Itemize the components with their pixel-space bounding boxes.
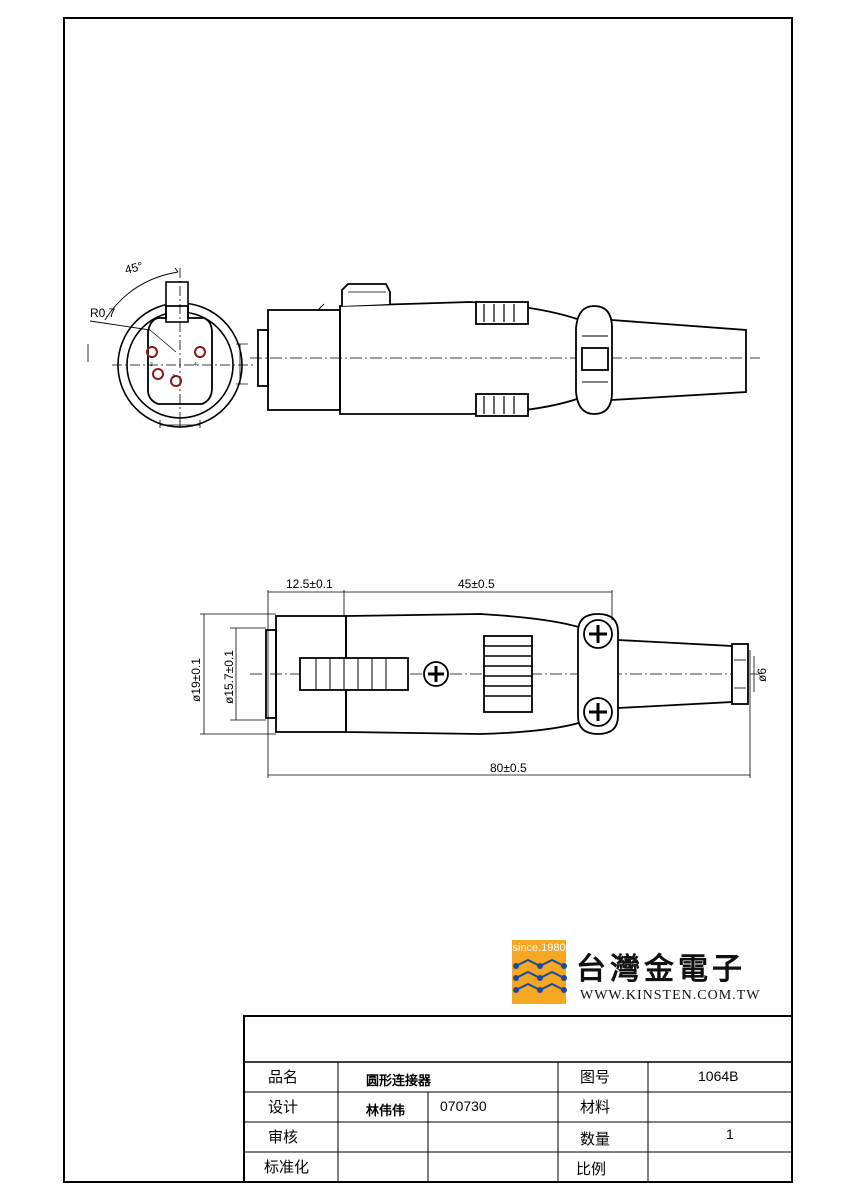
company-name: 台灣金電子 [576,952,746,987]
product-value: 圆形连接器 [366,1074,432,1089]
quantity-label: 数量 [580,1130,611,1148]
plan-view [250,613,760,735]
dim-body-length: 45±0.5 [458,577,495,591]
sheet-border [63,17,793,1183]
review-label: 审核 [268,1128,299,1146]
drawing-no-value: 1064B [698,1068,739,1084]
pin-1 [146,346,158,358]
scale-label: 比例 [576,1160,607,1178]
angle-label: 45° [123,259,144,277]
pin-contacts [146,346,206,387]
drawing-no-label: 图号 [580,1068,611,1086]
pin-label-4: 4 [194,362,197,368]
dim-front-length: 12.5±0.1 [286,577,333,591]
logo-since-badge: since.1980 [512,940,566,956]
dim-outer-diameter: ø19±0.1 [189,658,203,702]
title-block [243,1015,793,1183]
pin-label-2: 2 [150,362,153,368]
radius-label: R0.7 [90,306,116,320]
kinsten-logo-icon [512,956,567,1004]
pin-4 [194,346,206,358]
quantity-value: 1 [726,1126,734,1142]
dim-cable-diameter: ø6 [755,668,769,682]
side-view [250,283,760,417]
product-label: 品名 [268,1068,299,1086]
pin-3 [170,375,182,387]
pin-2 [152,368,164,380]
pin-label-3: 3 [172,374,175,380]
company-url: WWW.KINSTEN.COM.TW [580,988,761,1003]
standard-label: 标准化 [264,1158,310,1176]
design-date: 070730 [440,1098,487,1114]
material-label: 材料 [580,1098,611,1116]
dim-total-length: 80±0.5 [490,761,527,775]
dimension-lines [200,590,751,778]
end-view [87,267,255,430]
dim-inner-diameter: ø15.7±0.1 [222,650,236,704]
design-label: 设计 [268,1098,299,1116]
designer-name: 林伟伟 [366,1104,406,1119]
